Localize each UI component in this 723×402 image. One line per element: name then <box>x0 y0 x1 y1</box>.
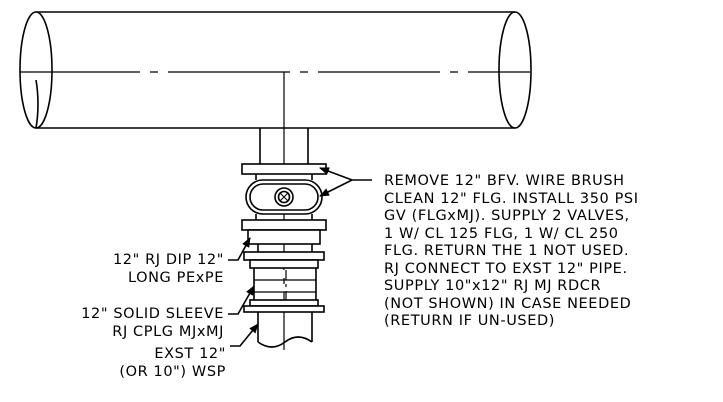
label-line: 12" RJ DIP 12" <box>112 252 224 268</box>
solid-sleeve <box>243 268 325 313</box>
leader-exst <box>230 323 259 347</box>
top-flange <box>241 163 327 175</box>
leader-main-note <box>319 167 372 197</box>
label-line: (OR 10") WSP <box>119 363 226 380</box>
label-exst-pipe: EXST 12" (OR 10") WSP <box>119 346 226 381</box>
dip-spool <box>243 229 325 269</box>
gate-valve <box>245 174 323 220</box>
label-solid-sleeve: 12" SOLID SLEEVE RJ CPLG MJxMJ <box>81 306 224 341</box>
note-line: RJ CONNECT TO EXST 12" PIPE. <box>384 260 628 277</box>
main-pipe <box>19 11 532 129</box>
note-line: (NOT SHOWN) IN CASE NEEDED <box>384 295 632 312</box>
label-line: RJ CPLG MJxMJ <box>112 323 224 340</box>
valve-flange <box>241 219 327 231</box>
note-line: (RETURN IF UN-USED) <box>384 313 556 329</box>
label-dip: 12" RJ DIP 12" LONG PExPE <box>113 252 224 287</box>
label-line: EXST 12" <box>154 346 226 362</box>
note-remove-bfv: REMOVE 12" BFV. WIRE BRUSH CLEAN 12" FLG… <box>384 173 639 331</box>
note-line: FLG. RETURN THE 1 NOT USED. <box>384 243 630 259</box>
note-line: SUPPLY 10"x12" RJ MJ RDCR <box>384 278 602 294</box>
leader-dip <box>228 237 251 261</box>
label-line: 12" SOLID SLEEVE <box>81 306 224 322</box>
leader-sleeve <box>228 285 255 315</box>
note-line: CLEAN 12" FLG. INSTALL 350 PSI <box>384 190 639 207</box>
note-line: GV (FLGxMJ). SUPPLY 2 VALVES, <box>384 208 630 224</box>
note-line: 1 W/ CL 125 FLG, 1 W/ CL 250 <box>384 225 619 242</box>
label-line: LONG PExPE <box>127 269 224 286</box>
branch-pipe <box>257 128 313 348</box>
note-line: REMOVE 12" BFV. WIRE BRUSH <box>384 173 625 189</box>
